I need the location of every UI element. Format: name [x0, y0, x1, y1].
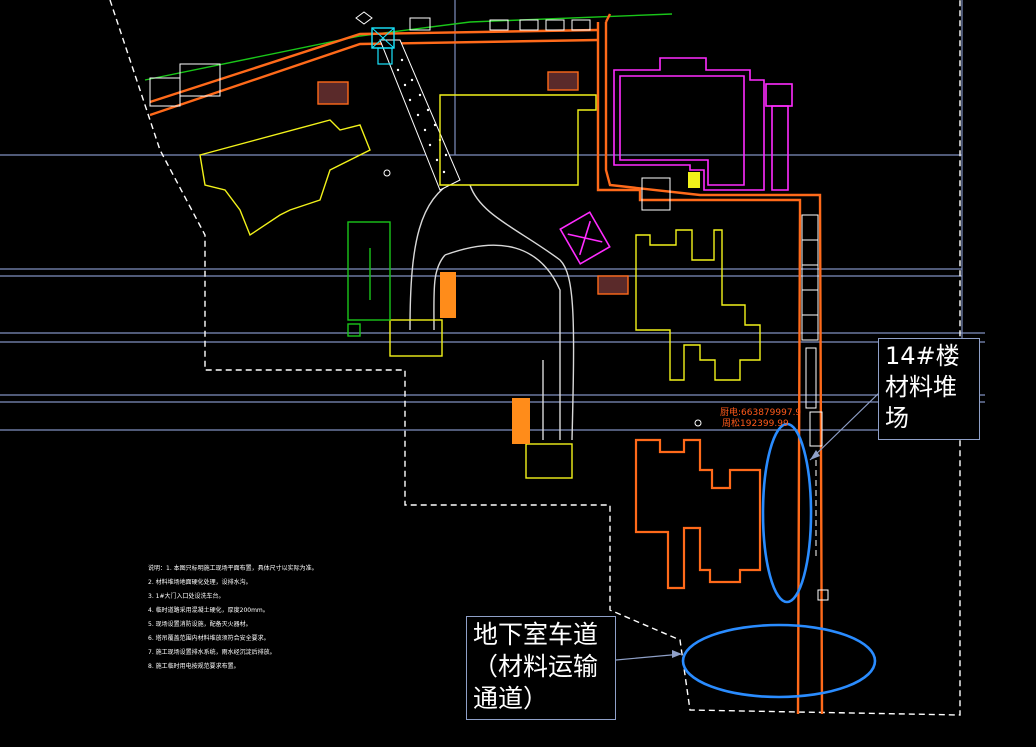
- highlight-ellipses: [681, 422, 877, 699]
- callout-line: 场: [885, 404, 909, 432]
- trees: [383, 169, 702, 427]
- note-line: 6. 塔吊覆盖范围内材料堆放须符合安全要求。: [148, 635, 270, 642]
- existing-buildings: [199, 94, 761, 479]
- vehicles: [317, 71, 629, 295]
- drawing-notes: 说明：1. 本图只标明施工现场平面布置，具体尺寸以实际为准。 2. 材料堆场地面…: [148, 562, 318, 674]
- phone-label-2: 周松192399.99: [722, 417, 789, 429]
- green-zone: [347, 221, 391, 337]
- office-building: [559, 57, 793, 265]
- crane-track: [371, 27, 461, 191]
- note-line: 5. 现场设置消防设施，配备灭火器材。: [148, 621, 252, 628]
- leader-lines: [615, 391, 881, 661]
- note-line: 4. 临时道路采用混凝土硬化，厚度200mm。: [148, 607, 269, 614]
- callout-line: （材料运输: [473, 652, 599, 681]
- green-boundary: [144, 13, 673, 81]
- material-stacks: [440, 272, 530, 444]
- note-line: 8. 施工临时用电按规范要求布置。: [148, 663, 240, 670]
- gate-structures: [149, 11, 671, 211]
- active-building: [634, 438, 762, 590]
- note-line: 3. 1#大门入口处设洗车台。: [148, 593, 225, 600]
- yellow-marker: [688, 172, 700, 188]
- callout-line: 地下室车道: [473, 620, 599, 649]
- leader-arrow-14: [810, 450, 820, 460]
- phone-label-1: 厨电:663879997.9: [720, 406, 801, 418]
- grid-lines: [0, 0, 985, 431]
- access-path: [409, 179, 575, 441]
- leader-arrow-ramp: [672, 650, 682, 658]
- roadside-facilities: [801, 214, 829, 601]
- note-line: 说明：1. 本图只标明施工现场平面布置，具体尺寸以实际为准。: [148, 565, 318, 572]
- callout-line: 材料堆: [885, 373, 957, 401]
- note-line: 2. 材料堆场地面硬化处理，设排水沟。: [148, 579, 252, 586]
- callout-line: 通道）: [473, 684, 549, 713]
- note-line: 7. 施工现场设置排水系统，雨水经沉淀后排放。: [148, 649, 276, 656]
- callout-line: 14#楼: [885, 342, 960, 370]
- callout-building14-storage: 14#楼 材料堆 场: [878, 338, 980, 440]
- callout-basement-ramp: 地下室车道 （材料运输 通道）: [466, 616, 616, 720]
